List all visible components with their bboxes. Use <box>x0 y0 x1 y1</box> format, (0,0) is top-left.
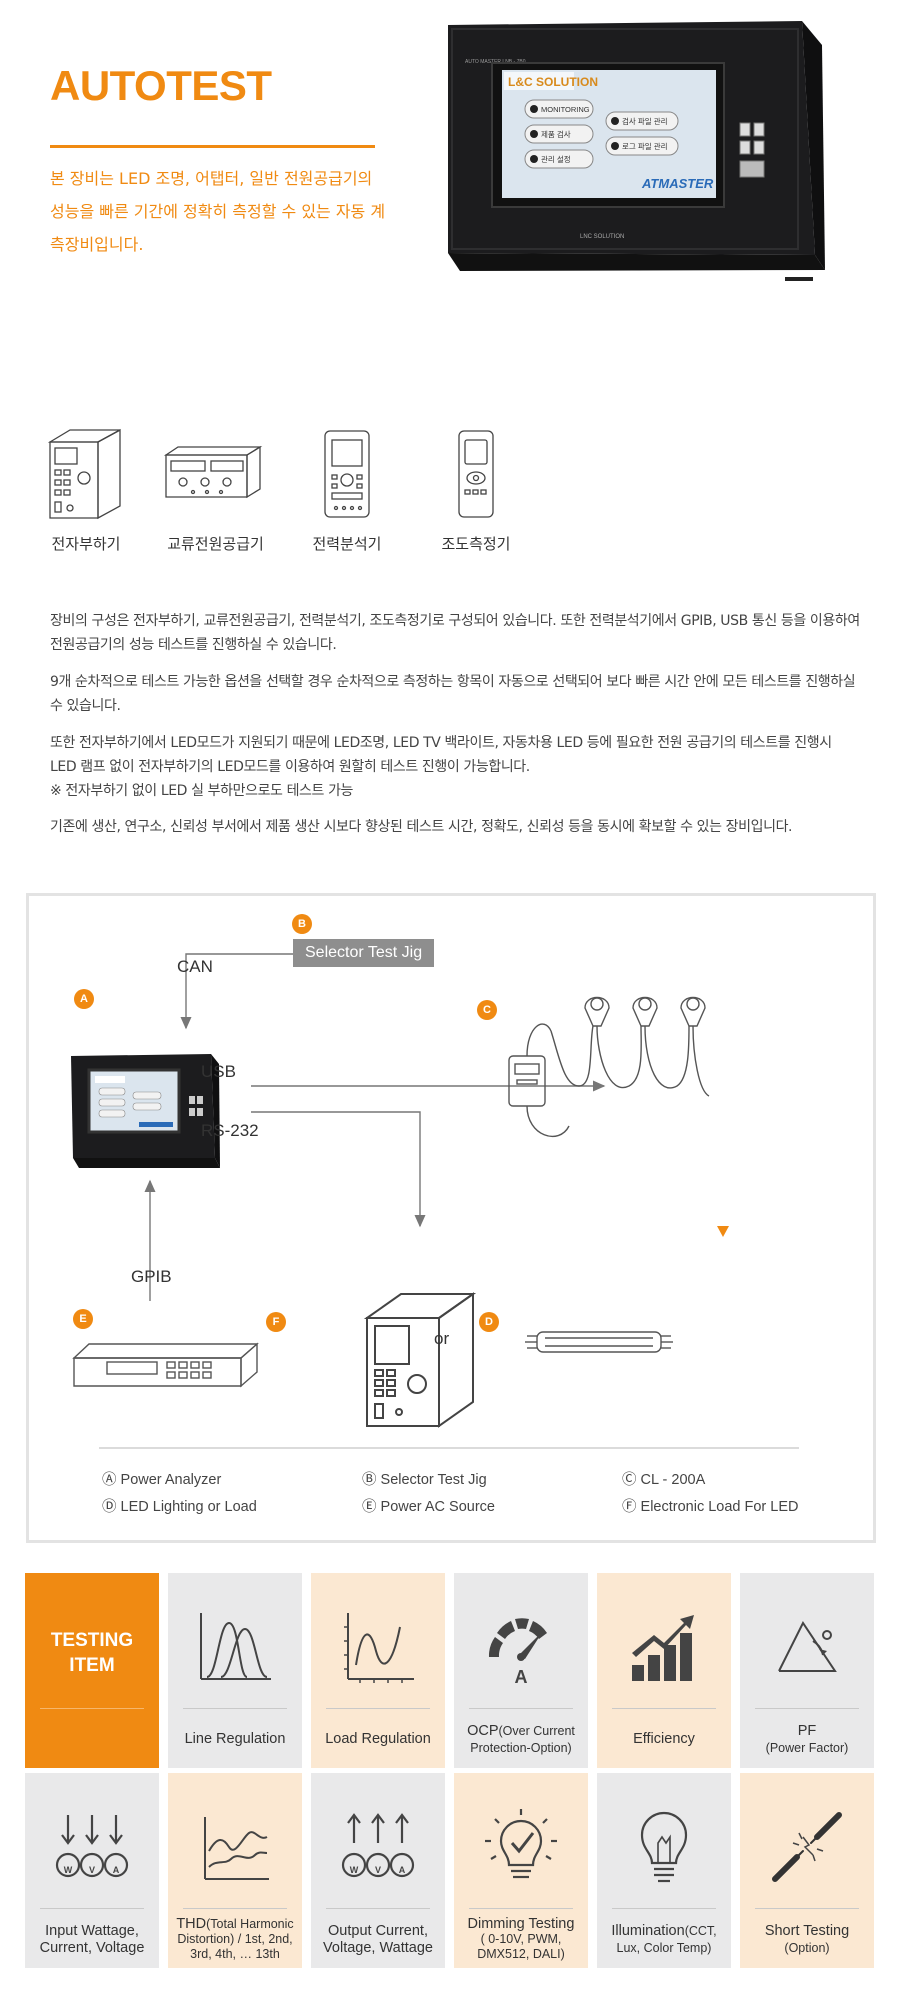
device-maker-label: LNC SOLUTION <box>580 234 624 240</box>
load-regulation-icon <box>344 1613 414 1683</box>
device-label-electronic-load: 전자부하기 <box>51 535 121 553</box>
legend-item-a: Ⓐ Power Analyzer <box>102 1472 222 1488</box>
paragraph-note: ※ 전자부하기 없이 LED 실 부하만으로도 테스트 가능 <box>50 783 354 799</box>
badge-d: D <box>479 1312 499 1332</box>
power-analyzer-icon <box>324 430 370 518</box>
power-factor-icon <box>778 1621 837 1672</box>
paragraph-sequential: 9개 순차적으로 테스트 가능한 옵션을 선택할 경우 순차적으로 측정하는 항… <box>50 674 856 714</box>
diagram-connections <box>71 953 799 1449</box>
ac-power-supply-icon <box>163 445 263 499</box>
thd-wave-icon <box>204 1817 269 1880</box>
device-screen-button-2: 제품 검사 <box>541 129 571 139</box>
paragraph-composition: 장비의 구성은 전자부하기, 교류전원공급기, 전력분석기, 조도측정기로 구성… <box>50 613 860 653</box>
testing-item-illumination: Illumination(CCT, Lux, Color Temp) <box>597 1773 731 1968</box>
gpib-label: GPIB <box>131 1267 172 1286</box>
power-analyzer-image <box>71 1054 220 1168</box>
ocp-gauge-icon: A <box>488 1618 547 1687</box>
led-lighting-image <box>525 1331 673 1353</box>
testing-item-thd: THD(Total Harmonic Distortion) / 1st, 2n… <box>168 1773 302 1968</box>
legend-item-f: Ⓕ Electronic Load For LED <box>622 1499 799 1515</box>
device-label-illuminance-meter: 조도측정기 <box>441 535 511 553</box>
testing-item-ocp: A OCP(Over Current Protection-Option) <box>454 1573 588 1768</box>
device-screen-product-name: ATMASTER <box>641 176 714 191</box>
testing-item-pf: PF(Power Factor) <box>740 1573 874 1768</box>
badge-a: A <box>74 989 94 1009</box>
or-label: or <box>434 1329 450 1348</box>
badge-f: F <box>266 1312 286 1332</box>
device-screen-button-3: 관리 설정 <box>541 154 571 164</box>
line-regulation-icon <box>200 1613 271 1680</box>
svg-text:V: V <box>89 1865 95 1875</box>
badge-b: B <box>292 914 312 934</box>
clamp-meter-image <box>508 996 710 1137</box>
svg-text:V: V <box>375 1865 381 1875</box>
testing-item-short: Short Testing(Option) <box>740 1773 874 1968</box>
badge-e: E <box>73 1309 93 1329</box>
electronic-load-image <box>363 1292 477 1428</box>
paragraph-led-mode: 또한 전자부하기에서 LED모드가 지원되기 때문에 LED조명, LED TV… <box>50 735 832 775</box>
svg-text:W: W <box>350 1865 359 1875</box>
autotest-device-image: AUTO MASTER LNB - 7B0 L&C SOLUTION MONIT… <box>448 21 825 281</box>
illuminance-meter-icon <box>458 430 494 518</box>
legend-item-d: Ⓓ LED Lighting or Load <box>102 1499 257 1515</box>
short-testing-icon <box>772 1812 842 1882</box>
page-title: AUTOTEST <box>50 62 272 109</box>
hero-description: 본 장비는 LED 조명, 어탭터, 일반 전원공급기의 성능을 빠른 기간에 … <box>50 169 386 254</box>
svg-text:A: A <box>399 1865 406 1875</box>
rs232-label: RS-232 <box>201 1121 259 1140</box>
badge-c: C <box>477 1000 497 1020</box>
dimming-bulb-icon <box>485 1809 557 1879</box>
system-diagram: B Selector Test Jig CAN A C USB RS-232 G… <box>26 893 876 1543</box>
illumination-bulb-icon <box>640 1811 688 1883</box>
device-screen-button-5: 로그 파일 관리 <box>622 141 668 151</box>
ac-source-image <box>72 1342 259 1388</box>
testing-item-load-regulation: Load Regulation <box>311 1573 445 1768</box>
device-screen-button-4: 검사 파일 관리 <box>622 116 668 126</box>
paragraph-summary: 기존에 생산, 연구소, 신뢰성 부서에서 제품 생산 시보다 향상된 테스트 … <box>50 819 793 835</box>
legend-item-e: Ⓔ Power AC Source <box>362 1499 495 1515</box>
svg-text:W: W <box>64 1865 73 1875</box>
testing-item-line-regulation: Line Regulation <box>168 1573 302 1768</box>
testing-item-dimming: Dimming Testing( 0-10V, PWM, DMX512, DAL… <box>454 1773 588 1968</box>
legend-item-c: Ⓒ CL - 200A <box>622 1472 706 1488</box>
svg-text:A: A <box>515 1667 528 1687</box>
svg-text:A: A <box>113 1865 120 1875</box>
usb-label: USB <box>201 1062 236 1081</box>
down-arrow-icon <box>717 1226 729 1237</box>
device-screen-button-1: MONITORING <box>541 105 590 114</box>
selector-test-jig-label: Selector Test Jig <box>293 939 435 967</box>
efficiency-chart-icon <box>632 1615 694 1681</box>
device-label-power-analyzer: 전력분석기 <box>312 535 382 553</box>
title-underline <box>50 145 375 148</box>
testing-item-efficiency: Efficiency <box>597 1573 731 1768</box>
device-label-ac-power-supply: 교류전원공급기 <box>167 535 264 553</box>
electronic-load-icon <box>48 428 121 520</box>
can-label: CAN <box>177 957 213 976</box>
device-screen-logo: L&C SOLUTION <box>508 75 598 89</box>
legend-item-b: Ⓑ Selector Test Jig <box>362 1472 487 1488</box>
